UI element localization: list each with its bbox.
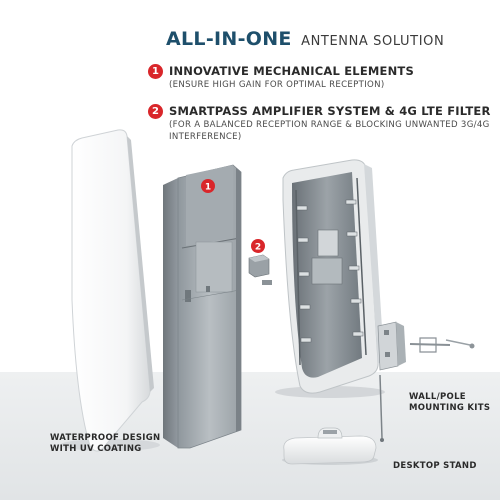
page-title: ALL-IN-ONE ANTENNA SOLUTION [166, 28, 496, 50]
page-title-light: ANTENNA SOLUTION [301, 34, 445, 49]
caption-desktop-stand: DESKTOP STAND [393, 461, 477, 471]
rear-housing [275, 159, 385, 398]
caption-line: WALL/POLE [409, 392, 466, 402]
feature-title: INNOVATIVE MECHANICAL ELEMENTS [169, 64, 414, 78]
caption-line: WATERPROOF DESIGN [50, 433, 161, 443]
wall-pole-mount-kit [377, 321, 475, 442]
front-cover-panel [60, 129, 160, 452]
caption-line: WITH UV COATING [50, 444, 142, 454]
desktop-stand [282, 427, 378, 465]
number-badge-2: 2 [148, 104, 163, 119]
caption-line: MOUNTING KITS [409, 403, 491, 413]
marker-2-label: 2 [255, 243, 261, 253]
feature-title: SMARTPASS AMPLIFIER SYSTEM & 4G LTE FILT… [169, 104, 491, 118]
number-badge-1: 1 [148, 64, 163, 79]
feature-subtitle: (ENSURE HIGH GAIN FOR OPTIMAL RECEPTION) [169, 80, 385, 90]
amplifier-module: 2 [248, 239, 272, 285]
page-title-strong: ALL-IN-ONE [166, 28, 292, 50]
antenna-element-plate [163, 164, 242, 449]
marker-1-label: 1 [205, 183, 211, 193]
marker-element-1: 1 [201, 179, 215, 193]
caption-waterproof-design: WATERPROOF DESIGN WITH UV COATING [50, 433, 210, 455]
caption-wall-pole-mounting: WALL/POLE MOUNTING KITS [409, 392, 499, 414]
feature-subtitle: (FOR A BALANCED RECEPTION RANGE & BLOCKI… [169, 120, 490, 142]
